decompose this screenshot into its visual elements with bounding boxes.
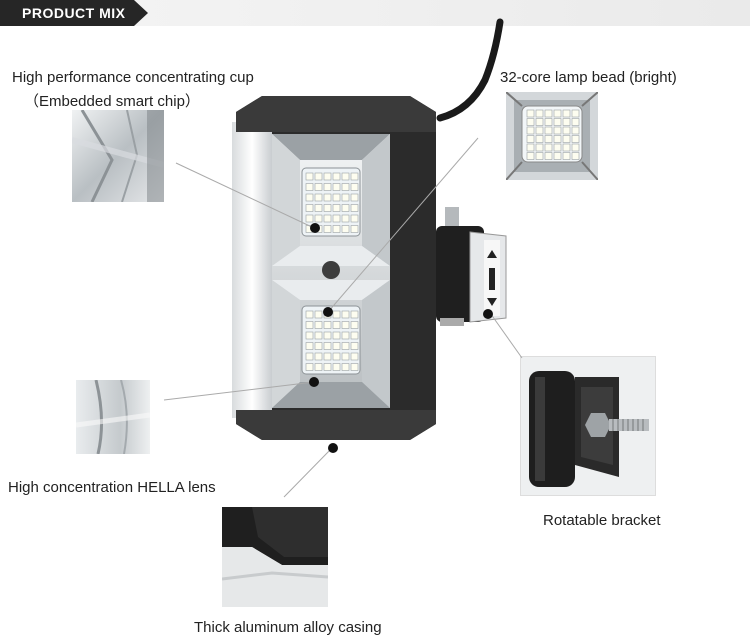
casing-detail-image [222,507,328,607]
section-badge: PRODUCT MIX [0,0,148,26]
bead-detail-image [506,92,598,180]
power-cable [436,18,504,122]
cup-label-line2: （Embedded smart chip） [24,93,200,110]
bead-label: 32-core lamp bead (bright) [500,69,677,86]
cup-detail-image [72,110,164,202]
housing-bottom-cap [236,410,436,440]
lens-label: High concentration HELLA lens [8,479,216,496]
housing-side-panel [232,122,272,418]
mounting-bracket [436,207,507,326]
housing-top-cap [236,96,436,132]
bracket-detail-image [520,356,656,496]
cup-label-line1: High performance concentrating cup [12,69,254,86]
lens-detail-image [76,380,150,454]
bracket-label: Rotatable bracket [543,512,661,529]
casing-label: Thick aluminum alloy casing [194,619,382,636]
